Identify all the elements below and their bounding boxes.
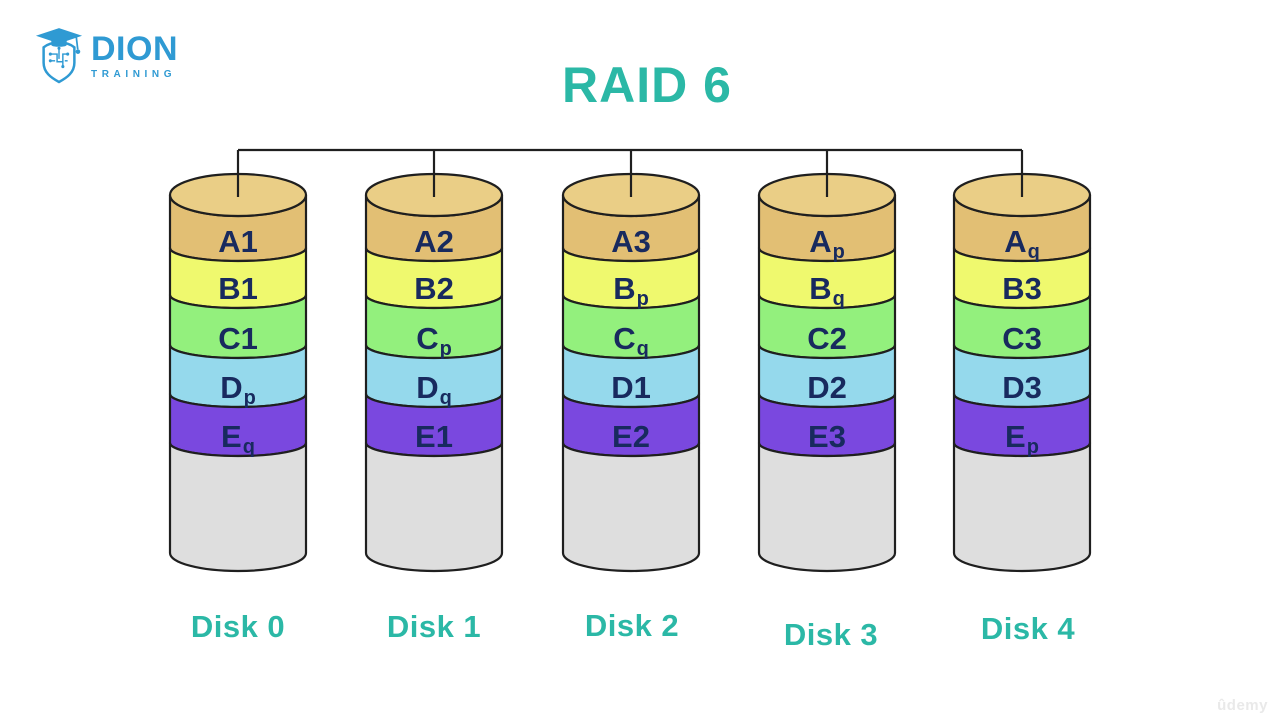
disk-name-label: Disk 3 <box>784 617 878 652</box>
disk-name-label: Disk 2 <box>585 608 679 643</box>
block-label: Dq <box>416 370 452 409</box>
block-main: E2 <box>612 419 650 454</box>
block-main: A2 <box>414 224 454 259</box>
udemy-watermark: ûdemy <box>1217 697 1268 714</box>
disk-cylinder <box>952 148 1092 573</box>
block-main: B1 <box>218 271 258 306</box>
block-label: C1 <box>218 321 258 356</box>
block-main: A <box>809 224 831 259</box>
circuit-nodes <box>48 46 70 69</box>
block-label: D3 <box>1002 370 1042 405</box>
block-main: C <box>613 321 635 356</box>
block-label: E2 <box>612 419 650 454</box>
block-sub: p <box>1027 436 1039 458</box>
logo-brand-text: DION <box>91 30 178 68</box>
block-label: B3 <box>1002 271 1042 306</box>
block-sub: p <box>833 241 845 263</box>
disk-name-label: Disk 4 <box>981 611 1076 646</box>
block-label: D1 <box>611 370 651 405</box>
block-main: B2 <box>414 271 454 306</box>
disk-name-label: Disk 0 <box>191 609 285 644</box>
block-main: C2 <box>807 321 847 356</box>
block-sub: p <box>440 338 452 360</box>
block-sub: p <box>244 387 256 409</box>
block-main: D3 <box>1002 370 1042 405</box>
block-main: C3 <box>1002 321 1042 356</box>
block-label: A3 <box>611 224 651 259</box>
block-main: E1 <box>415 419 453 454</box>
block-label: A1 <box>218 224 258 259</box>
block-sub: p <box>637 288 649 310</box>
disk-cylinder <box>561 148 701 573</box>
disk-cylinder <box>168 148 308 573</box>
block-main: D <box>220 370 242 405</box>
block-label: Cq <box>613 321 649 360</box>
block-label: A2 <box>414 224 454 259</box>
block-main: D <box>416 370 438 405</box>
block-sub: q <box>637 338 649 360</box>
block-sub: q <box>833 288 845 310</box>
block-main: D2 <box>807 370 847 405</box>
block-main: B <box>613 271 635 306</box>
block-main: A <box>1004 224 1026 259</box>
block-label: Aq <box>1004 224 1040 263</box>
disk-2: A3 Bp Cq D1 E2 Disk 2 <box>561 148 701 643</box>
block-label: Eq <box>221 419 255 458</box>
block-label: C3 <box>1002 321 1042 356</box>
block-label: Ap <box>809 224 845 263</box>
block-label: E1 <box>415 419 453 454</box>
disk-cylinder <box>364 148 504 573</box>
block-main: A1 <box>218 224 258 259</box>
block-label: D2 <box>807 370 847 405</box>
graduation-cap-band <box>51 40 67 47</box>
dion-logo-shield-cap-icon <box>35 28 83 84</box>
circuit-traces <box>50 48 68 67</box>
block-label: Dp <box>220 370 256 409</box>
tassel-icon <box>75 37 79 50</box>
disk-3: Ap Bq C2 D2 E3 Disk 3 <box>757 148 897 652</box>
disk-name-label: Disk 1 <box>387 609 481 644</box>
dion-training-logo: DION TRAINING <box>34 26 178 86</box>
block-label: Bp <box>613 271 649 310</box>
block-label: Cp <box>416 321 452 360</box>
tassel-knob <box>75 49 81 54</box>
block-main: B <box>809 271 831 306</box>
block-sub: q <box>1028 241 1040 263</box>
block-label: E3 <box>808 419 846 454</box>
block-main: A3 <box>611 224 651 259</box>
block-main: E <box>221 419 242 454</box>
block-main: B3 <box>1002 271 1042 306</box>
block-main: C <box>416 321 438 356</box>
block-label: Bq <box>809 271 845 310</box>
block-main: D1 <box>611 370 651 405</box>
logo-text: DION TRAINING <box>91 32 178 80</box>
disk-1: A2 B2 Cp Dq E1 Disk 1 <box>364 148 504 644</box>
block-main: E <box>1005 419 1026 454</box>
block-label: Ep <box>1005 419 1039 458</box>
disk-4: Aq B3 C3 D3 Ep Disk 4 <box>952 148 1092 646</box>
block-label: C2 <box>807 321 847 356</box>
block-main: C1 <box>218 321 258 356</box>
block-label: B1 <box>218 271 258 306</box>
block-label: B2 <box>414 271 454 306</box>
disk-0: A1 B1 C1 Dp Eq Disk 0 <box>168 148 308 644</box>
logo-sub-text: TRAINING <box>91 69 177 80</box>
block-main: E3 <box>808 419 846 454</box>
page-title: RAID 6 <box>562 57 732 113</box>
block-sub: q <box>440 387 452 409</box>
disk-cylinder <box>757 148 897 573</box>
block-sub: q <box>243 436 255 458</box>
